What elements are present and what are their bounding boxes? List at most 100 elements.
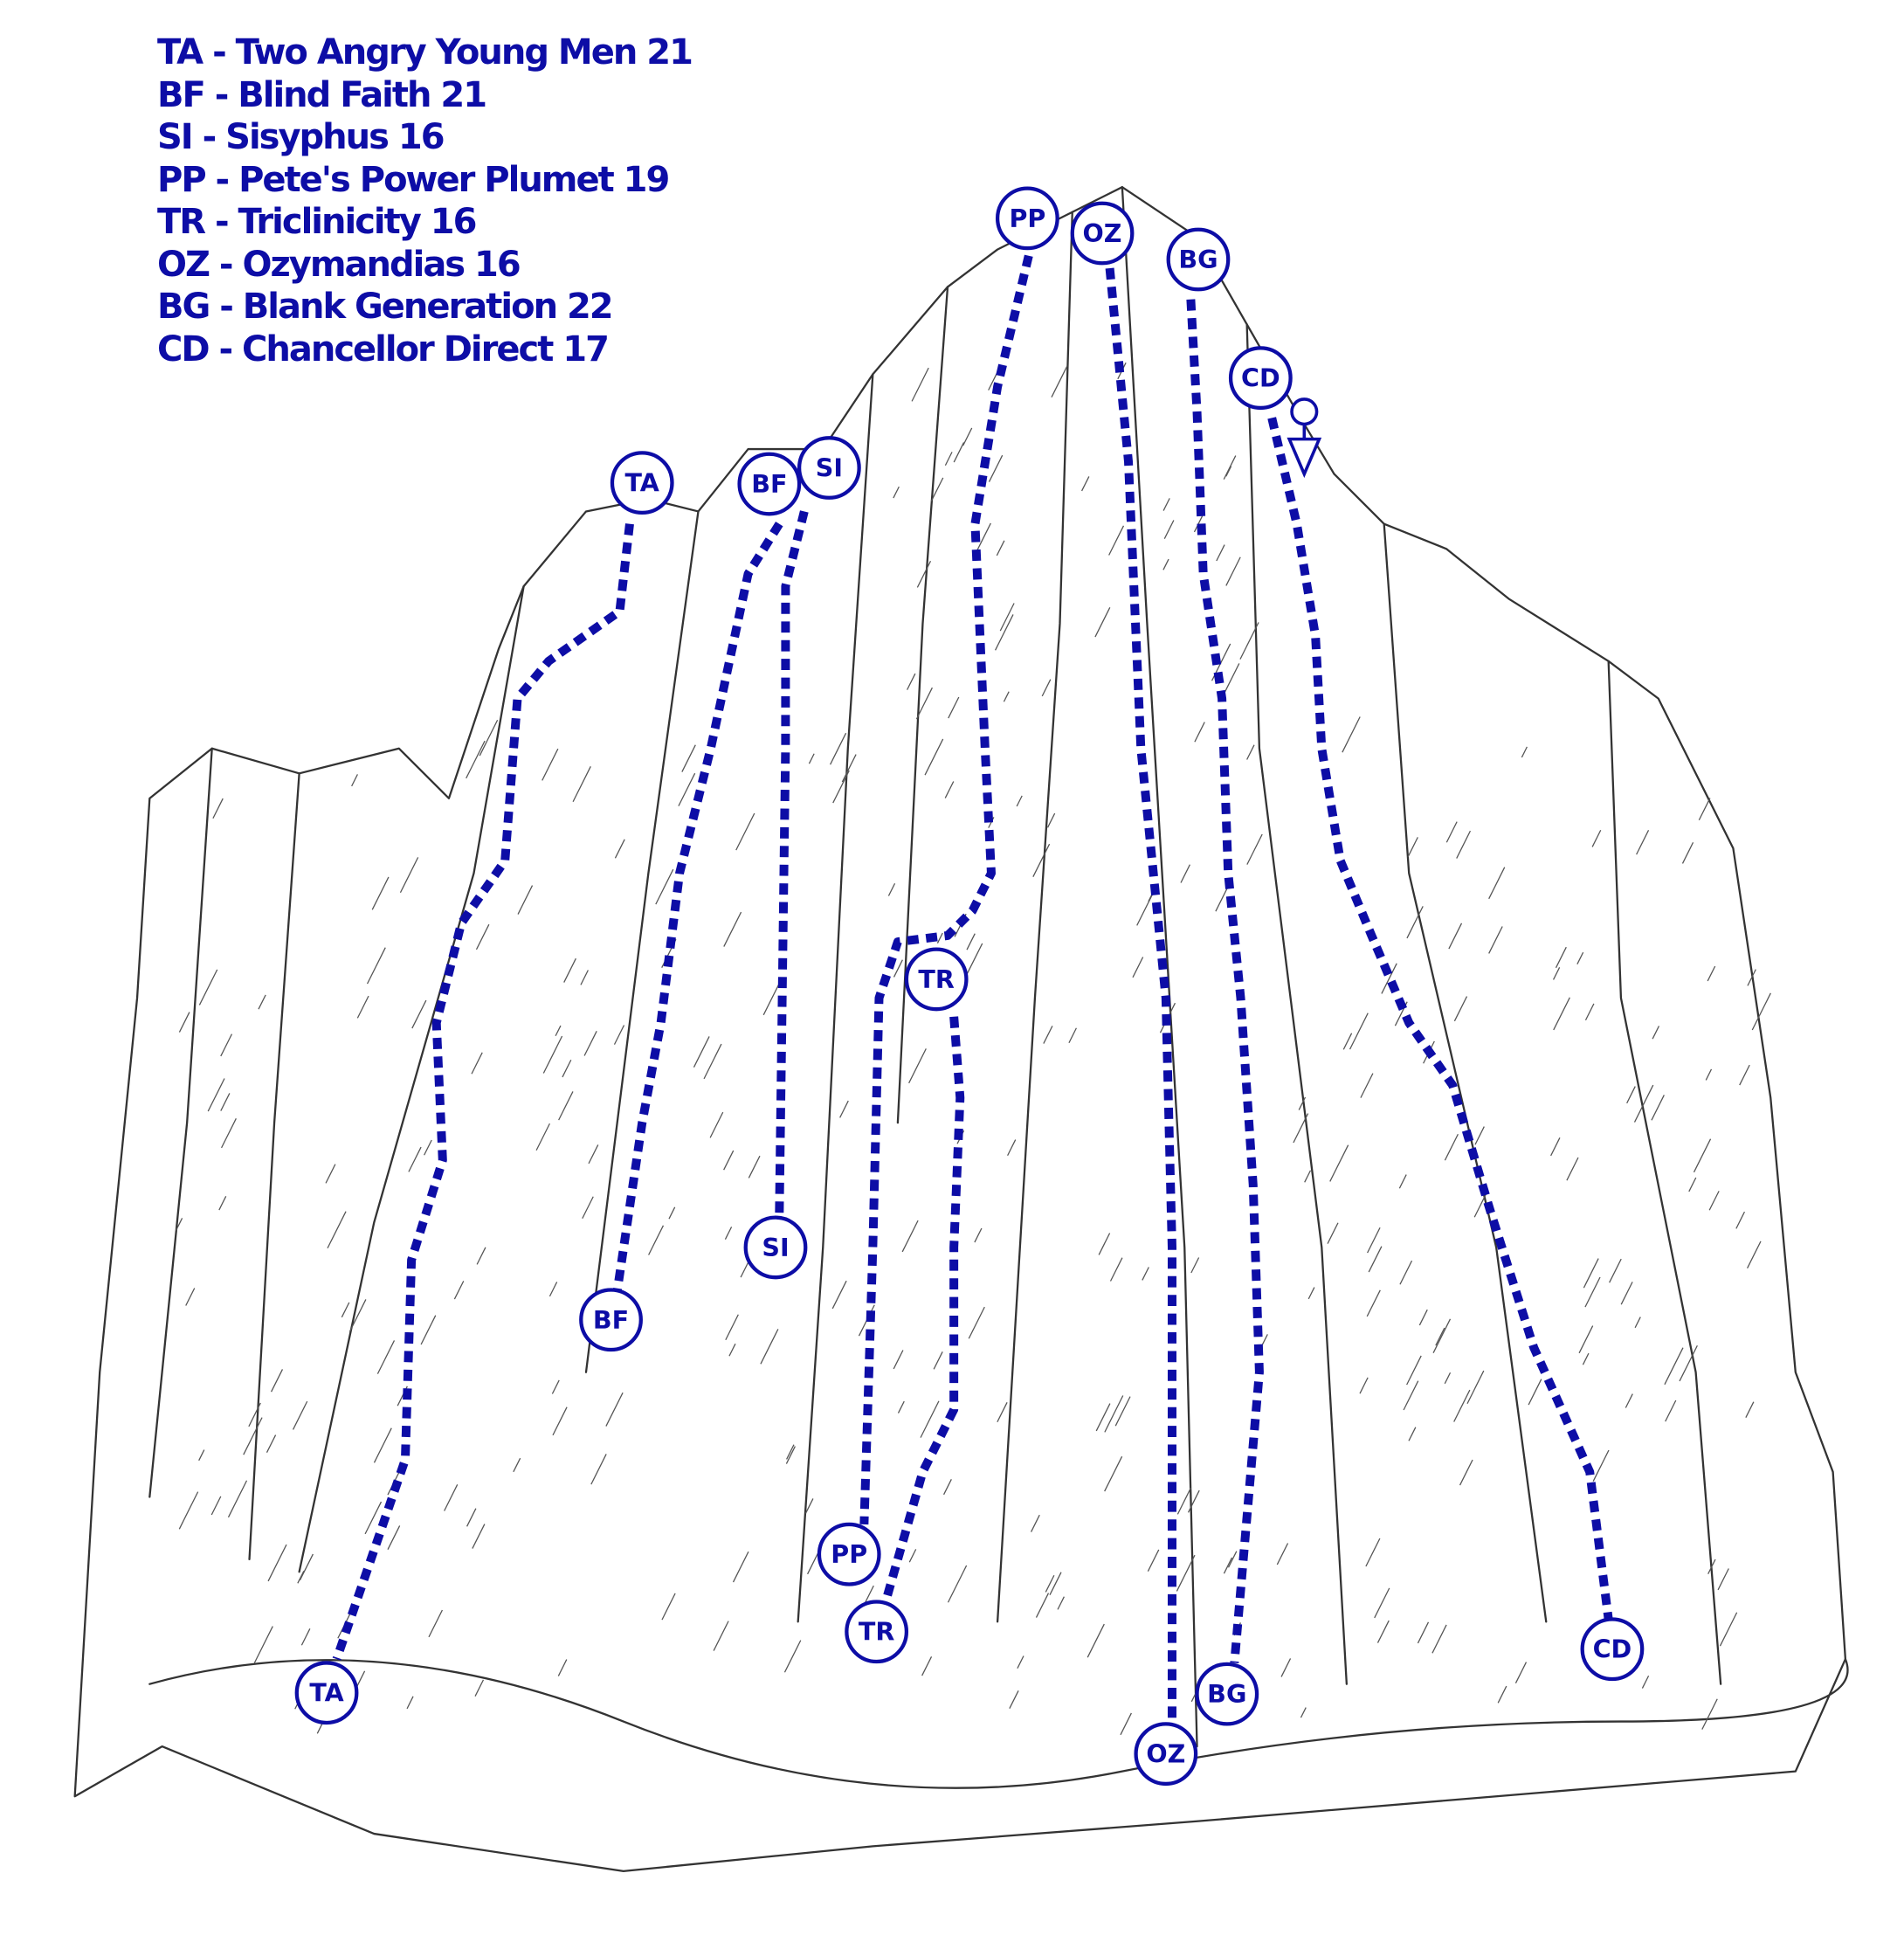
- sketch-hatch: [551, 1379, 560, 1394]
- sketch-hatch: [1381, 963, 1397, 994]
- sketch-hatch: [1453, 996, 1468, 1022]
- sketch-hatch: [472, 1524, 486, 1549]
- cliff-sketch: [73, 186, 1849, 1873]
- route-legend: TA - Two Angry Young Men 21 BF - Blind F…: [157, 31, 693, 370]
- sketch-hatch: [580, 970, 589, 985]
- sketch-hatch: [944, 452, 953, 467]
- sketch-hatch: [947, 1565, 968, 1603]
- sketch-hatch: [513, 1457, 521, 1473]
- sketch-hatch: [1473, 1192, 1487, 1218]
- sketch-hatch: [1329, 1144, 1349, 1182]
- legend-item-bg: BG - Blank Generation 22: [157, 287, 614, 327]
- marker-label: PP: [831, 1539, 867, 1569]
- sketch-hatch: [218, 1196, 227, 1211]
- sketch-hatch: [1223, 663, 1240, 695]
- sketch-hatch: [1745, 1401, 1755, 1418]
- sketch-hatch: [1620, 1282, 1633, 1305]
- sketch-hatch: [1041, 679, 1052, 697]
- sketch-hatch: [198, 969, 218, 1006]
- marker-circle: [579, 1288, 643, 1352]
- sketch-hatch: [1043, 1026, 1053, 1044]
- sketch-hatch: [517, 885, 534, 915]
- sketch-hatch: [588, 1144, 599, 1165]
- sketch-hatch: [542, 748, 559, 781]
- sketch-hatch: [1246, 744, 1255, 760]
- sketch-hatch: [220, 1093, 231, 1111]
- sketch-hatch: [406, 1696, 414, 1710]
- sketch-hatch: [221, 1118, 237, 1149]
- sketch-hatch: [1225, 556, 1241, 586]
- route-line-tr: [880, 1016, 965, 1605]
- sketch-hatch: [893, 486, 900, 499]
- sketch-hatch: [1147, 1549, 1160, 1572]
- sketch-hatch: [299, 1553, 314, 1581]
- sketch-hatch: [348, 1299, 367, 1332]
- sketch-hatch: [1576, 951, 1584, 964]
- sketch-hatch: [655, 868, 674, 905]
- sketch-hatch: [1719, 1612, 1738, 1647]
- sketch-hatch: [271, 1369, 284, 1393]
- marker-label: SI: [816, 453, 843, 482]
- sketch-hatch: [351, 774, 358, 787]
- sketch-hatch: [1456, 830, 1472, 859]
- sketch-hatch: [1398, 1174, 1407, 1189]
- sketch-hatch: [1578, 1325, 1594, 1354]
- sketch-hatch: [557, 1659, 568, 1676]
- sketch-hatch: [713, 1621, 729, 1651]
- sketch-hatch: [613, 1025, 625, 1045]
- sketch-hatch: [988, 454, 1004, 482]
- sketch-hatch: [535, 1123, 550, 1151]
- sketch-hatch: [1223, 1557, 1233, 1574]
- sketch-hatch: [724, 1227, 733, 1240]
- route-line-si: [775, 510, 809, 1217]
- sketch-hatch: [1367, 1227, 1381, 1254]
- sketch-hatch: [703, 1043, 722, 1080]
- sketch-hatch: [1550, 1137, 1561, 1157]
- marker-circle: [1070, 201, 1135, 266]
- sketch-hatch: [678, 772, 696, 806]
- sketch-hatch: [1665, 1400, 1677, 1422]
- sketch-hatch: [558, 1091, 574, 1121]
- sketch-hatch: [1176, 1487, 1192, 1515]
- sketch-hatch: [1735, 1211, 1746, 1229]
- sketch-hatch: [1114, 1396, 1131, 1427]
- sketch-hatch: [1035, 1593, 1050, 1618]
- sketch-hatch: [1216, 544, 1225, 562]
- sketch-hatch: [1094, 607, 1111, 638]
- sketch-hatch: [748, 1155, 761, 1178]
- sketch-hatch: [1474, 1126, 1485, 1145]
- sketch-hatch: [997, 1402, 1008, 1423]
- sketch-hatch: [1342, 1033, 1353, 1050]
- sketch-hatch: [1717, 1568, 1729, 1591]
- sketch-hatch: [966, 933, 976, 950]
- sketch-hatch: [1636, 830, 1650, 855]
- sketch-hatch: [728, 1343, 736, 1357]
- sketch-hatch: [1261, 1334, 1268, 1345]
- sketch-hatch: [327, 1211, 347, 1249]
- sketch-hatch: [786, 1444, 795, 1460]
- sketch-hatch: [953, 442, 965, 463]
- sketch-hatch: [1087, 1623, 1105, 1658]
- sketch-hatch: [921, 1656, 933, 1676]
- sketch-hatch: [1017, 1655, 1024, 1669]
- sketch-hatch: [1180, 864, 1190, 883]
- route-marker-bf-top: BF: [737, 452, 802, 516]
- sketch-hatch: [371, 876, 390, 910]
- sketch-hatch: [1448, 923, 1463, 950]
- sketch-hatch: [1307, 1287, 1315, 1300]
- sketch-hatch: [1374, 1587, 1390, 1619]
- sketch-hatch: [356, 995, 369, 1019]
- sketch-hatch: [1708, 1191, 1720, 1211]
- sketch-hatch: [965, 943, 983, 977]
- sketch-hatch: [376, 1340, 396, 1374]
- sketch-hatch: [830, 732, 847, 765]
- route-marker-oz-bottom: OZ: [1134, 1722, 1198, 1787]
- sketch-hatch: [1497, 1685, 1507, 1704]
- sketch-hatch: [614, 839, 625, 859]
- sketch-hatch: [420, 1315, 437, 1345]
- sketch-hatch: [1280, 1658, 1292, 1677]
- marker-label: TR: [918, 964, 954, 994]
- sketch-hatch: [387, 1525, 401, 1550]
- sketch-hatch: [266, 1434, 277, 1454]
- legend-item-si: SI - Sisyphus 16: [157, 117, 445, 157]
